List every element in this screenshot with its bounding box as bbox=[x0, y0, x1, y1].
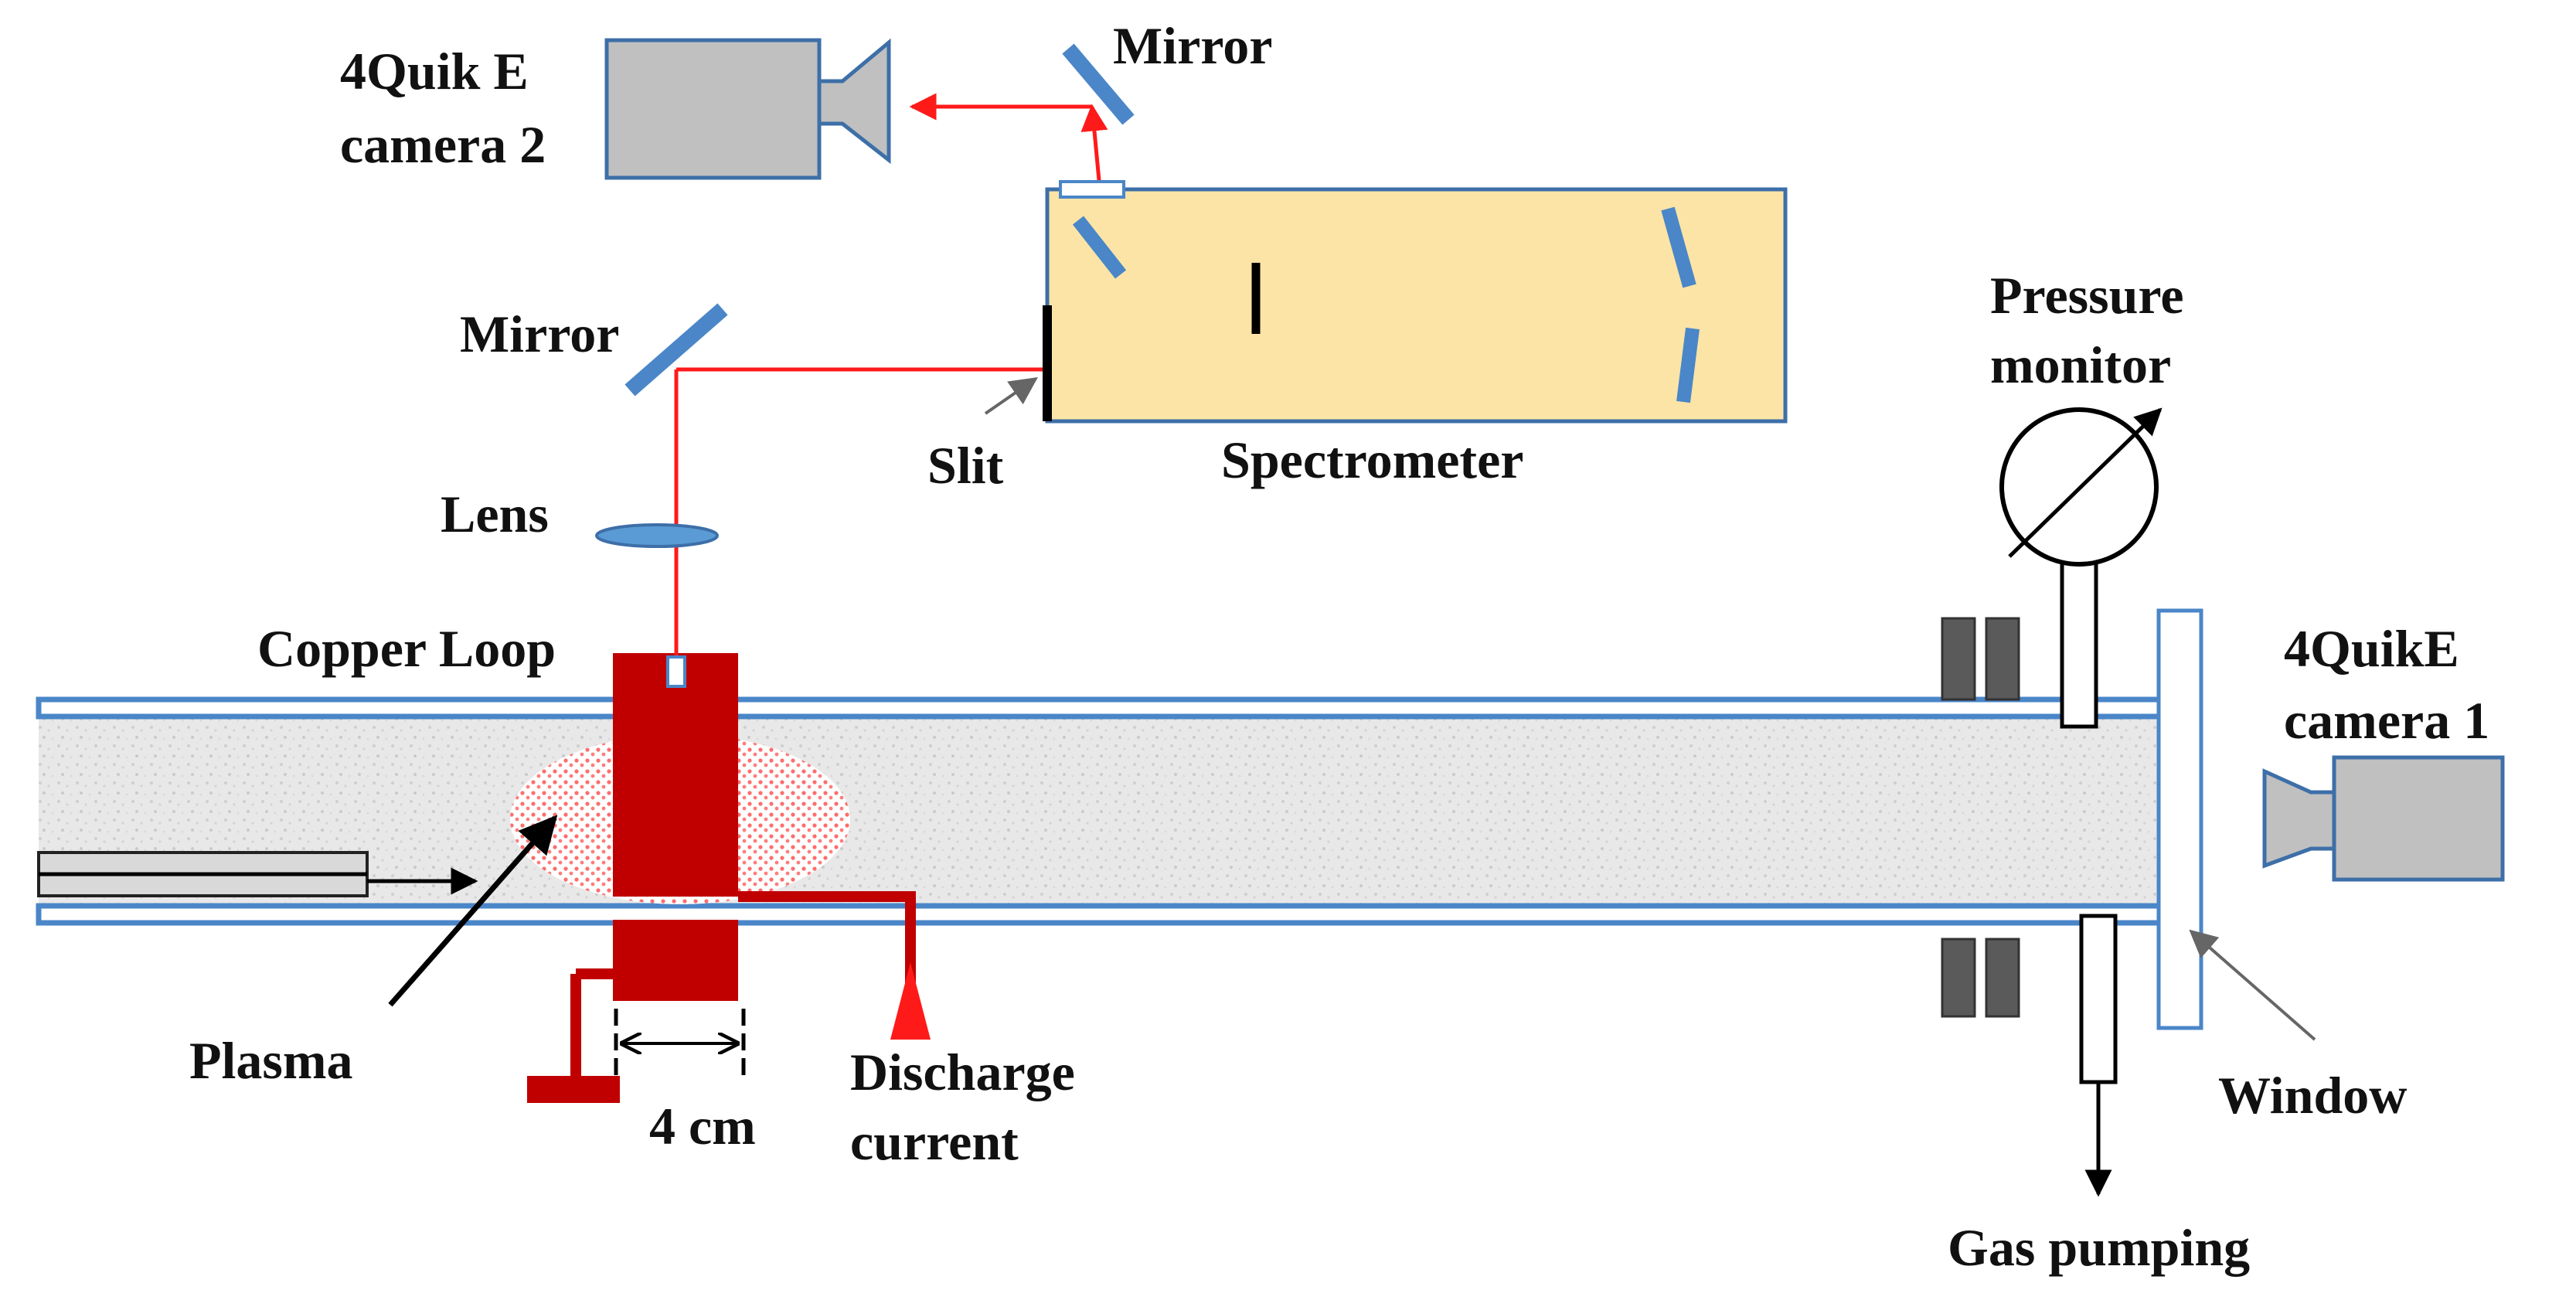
copper-loop bbox=[527, 653, 931, 1103]
slit-pointer bbox=[984, 376, 1038, 415]
pressure-monitor bbox=[1999, 407, 2163, 729]
dimension-marker bbox=[614, 1009, 746, 1078]
window-pointer bbox=[2189, 929, 2316, 1041]
camera-1 bbox=[2262, 755, 2505, 882]
plasma-label: Plasma bbox=[189, 1031, 353, 1090]
distance-label: 4 cm bbox=[649, 1097, 756, 1156]
insertion-rod bbox=[37, 851, 478, 897]
spectrometer bbox=[1043, 180, 1788, 424]
loop-window bbox=[666, 655, 686, 688]
copper-loop-label: Copper Loop bbox=[257, 619, 556, 678]
gas-pumping-line bbox=[2079, 914, 2118, 1197]
spectrometer-label: Spectrometer bbox=[1221, 431, 1523, 489]
camera-2-label-line2: camera 2 bbox=[340, 115, 546, 174]
camera-2 bbox=[604, 38, 891, 180]
tube-top-wall bbox=[36, 696, 2163, 720]
gas-pumping-label: Gas pumping bbox=[1948, 1218, 2250, 1277]
plasma-pointer bbox=[388, 815, 558, 1007]
tube-gas-volume bbox=[39, 715, 2160, 920]
top-mirror bbox=[1062, 43, 1135, 125]
spectrometer-mirror-3 bbox=[1072, 216, 1127, 279]
tube-bottom-wall bbox=[36, 903, 2163, 926]
window-label: Window bbox=[2218, 1066, 2407, 1125]
left-mirror-label: Mirror bbox=[460, 305, 619, 363]
spectrometer-mirror-2 bbox=[1676, 327, 1700, 403]
slit-label: Slit bbox=[927, 436, 1004, 495]
end-window bbox=[2156, 608, 2203, 1030]
camera-1-label-line2: camera 1 bbox=[2284, 691, 2489, 750]
camera-1-label-line1: 4QuikE bbox=[2284, 619, 2459, 678]
camera-2-label-line1: 4Quik E bbox=[340, 42, 529, 100]
lens-label: Lens bbox=[441, 485, 549, 543]
pressure-label-line1: Pressure bbox=[1990, 266, 2184, 325]
discharge-label-line1: Discharge bbox=[850, 1043, 1075, 1101]
left-mirror bbox=[624, 303, 728, 397]
lens bbox=[595, 523, 719, 548]
pressure-label-line2: monitor bbox=[1990, 335, 2171, 394]
discharge-label-line2: current bbox=[850, 1112, 1019, 1171]
spectrometer-mirror-1 bbox=[1661, 206, 1696, 288]
top-mirror-label: Mirror bbox=[1113, 16, 1272, 75]
exit-port bbox=[1059, 180, 1125, 199]
magnets bbox=[1941, 617, 2020, 1018]
